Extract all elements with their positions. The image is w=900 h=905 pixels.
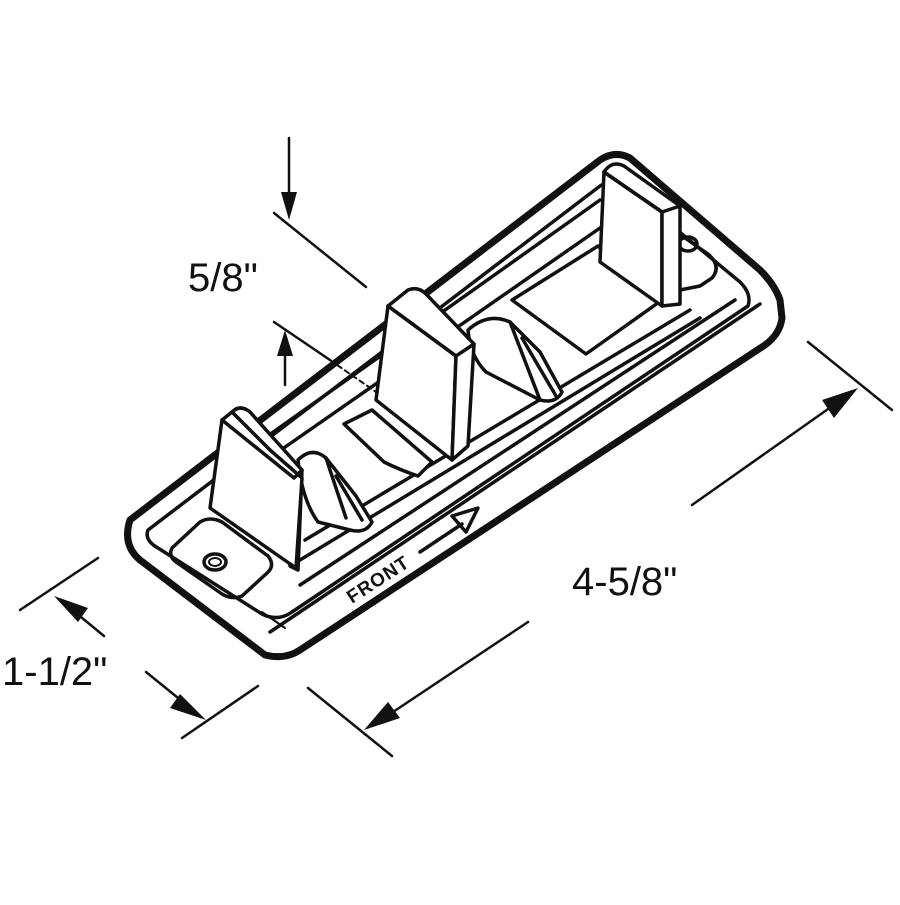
height-extension-bottom <box>272 320 332 362</box>
width-dimension-label: 1-1/2" <box>2 650 108 694</box>
length-dimension <box>306 340 894 758</box>
right-tab-top-edge <box>602 170 682 214</box>
left-upright-tab <box>208 406 304 572</box>
left-ramp-detail <box>324 456 364 522</box>
right-pad-outline <box>666 224 718 292</box>
right-tab-side <box>602 162 682 308</box>
height-arrow-top-head <box>281 192 297 220</box>
left-mount-pad <box>168 517 274 600</box>
middle-tab-side <box>386 286 476 462</box>
ramp-ribs <box>296 316 564 533</box>
width-dimension <box>18 556 260 740</box>
middle-ramp <box>342 408 434 478</box>
base-lip-line-2 <box>261 611 286 629</box>
middle-tab-top-edge <box>386 304 476 358</box>
front-arrow-head <box>450 506 480 534</box>
base-lower-lip <box>268 302 762 634</box>
right-ramp-detail <box>508 320 558 402</box>
left-tab-edge <box>220 418 304 480</box>
length-extension-left <box>306 686 394 758</box>
height-dimension-label: 5/8" <box>188 256 258 300</box>
width-extension-top <box>18 556 100 612</box>
front-arrow-shaft <box>418 522 464 554</box>
base-channel-line <box>298 298 737 587</box>
width-extension-bottom <box>180 684 260 740</box>
length-arrow-right-shaft <box>690 400 840 507</box>
width-arrow-top-head <box>54 596 88 622</box>
left-screw-hole <box>202 552 228 572</box>
left-pad-outline <box>168 517 274 600</box>
height-arrow-bottom-head <box>277 330 293 356</box>
left-ramp <box>296 450 374 533</box>
length-extension-right <box>806 340 894 412</box>
length-dimension-label: 4-5/8" <box>572 560 678 604</box>
left-tab-front <box>208 410 304 570</box>
middle-upright-tab <box>374 286 476 462</box>
cavity-front-wall <box>303 308 692 542</box>
height-extension-top <box>272 211 368 289</box>
width-arrow-bottom-head <box>170 694 206 720</box>
length-arrow-left-shaft <box>382 620 530 720</box>
length-arrow-left-head <box>364 702 400 730</box>
right-upright-tab <box>598 162 682 308</box>
length-arrow-right-head <box>822 388 858 418</box>
left-screw-hole-inner <box>208 557 222 567</box>
height-dimension <box>272 136 377 393</box>
height-extension-dash <box>329 359 377 393</box>
base-outer-outline <box>124 151 786 661</box>
